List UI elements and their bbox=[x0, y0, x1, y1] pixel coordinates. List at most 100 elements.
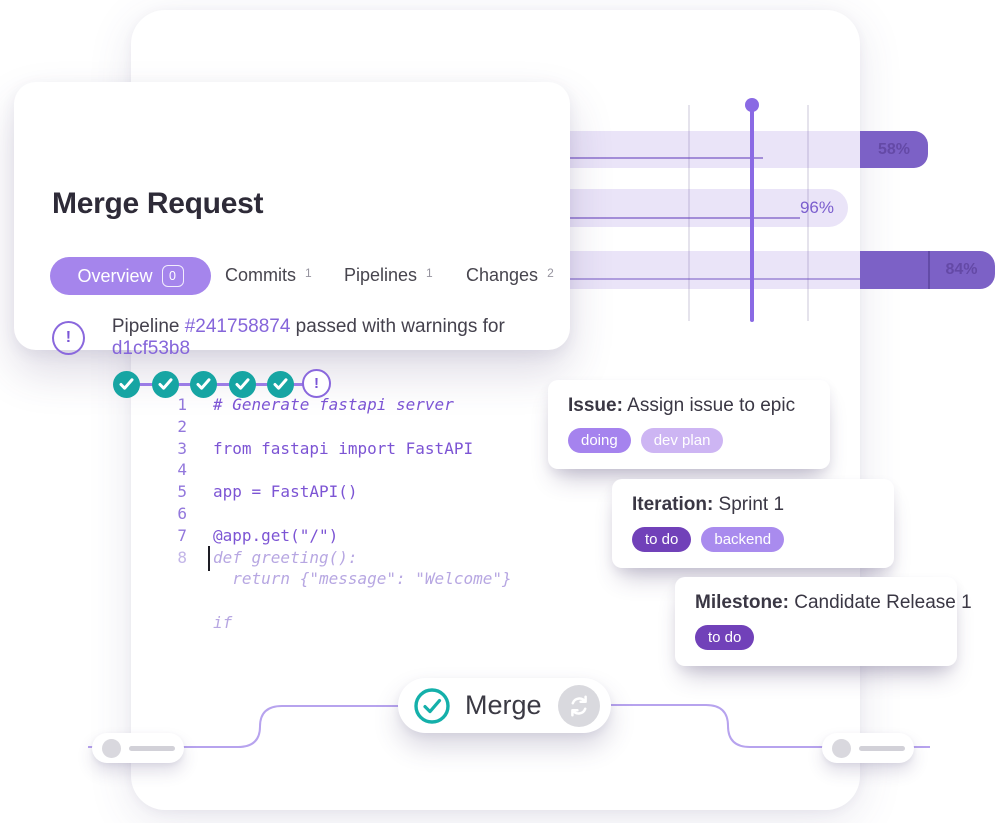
epic-1-overflow-cap: 58% bbox=[860, 131, 928, 168]
tag-to-do[interactable]: to do bbox=[695, 625, 755, 650]
tag-dev-plan[interactable]: dev plan bbox=[640, 428, 724, 453]
epic-2-percent: 96% bbox=[799, 198, 834, 217]
branch-node-left bbox=[92, 733, 184, 763]
pipeline-status-text: Pipeline #241758874 passed with warnings… bbox=[112, 316, 570, 360]
issue-tags: doing dev plan bbox=[568, 428, 810, 453]
iteration-card-title: Iteration: Sprint 1 bbox=[632, 494, 874, 516]
code-editor[interactable]: 1 # Generate fastapi server 2 3 from fasta… bbox=[167, 394, 512, 634]
stage-passed-icon[interactable] bbox=[190, 371, 217, 398]
ghost-text: if bbox=[213, 612, 233, 632]
code-text: @app.get("/") bbox=[213, 525, 339, 545]
tag-to-do[interactable]: to do bbox=[632, 527, 692, 552]
line-number: 8 bbox=[177, 547, 187, 567]
tab-pipelines[interactable]: Pipelines 1 bbox=[344, 265, 433, 286]
cap-divider bbox=[928, 251, 930, 289]
epic-1-percent: 58% bbox=[877, 140, 911, 158]
epic-3-percent: 84% bbox=[945, 261, 978, 278]
line-number: 5 bbox=[177, 482, 187, 502]
stage-connector-line bbox=[125, 383, 319, 386]
tab-overview-count-badge: 0 bbox=[161, 265, 184, 287]
line-number bbox=[167, 612, 187, 634]
milestone-title: Candidate Release 1 bbox=[788, 592, 972, 613]
iteration-card: Iteration: Sprint 1 to do backend bbox=[612, 479, 894, 568]
tab-overview[interactable]: Overview 0 bbox=[50, 257, 211, 295]
tab-commits[interactable]: Commits 1 bbox=[225, 265, 312, 286]
pipeline-text-prefix: Pipeline bbox=[111, 316, 185, 337]
merge-request-card: Merge Request Overview 0 Commits 1 Pipeli… bbox=[14, 82, 570, 398]
code-line: 6 bbox=[167, 503, 512, 525]
code-text: def greeting(): bbox=[208, 545, 358, 571]
today-marker-line bbox=[750, 104, 754, 322]
tab-pipelines-count: 1 bbox=[426, 266, 433, 280]
ghost-text: def greeting(): bbox=[213, 547, 358, 567]
refresh-icon[interactable] bbox=[557, 684, 600, 727]
milestone-label: Milestone: bbox=[695, 592, 789, 613]
code-text: from fastapi import FastAPI bbox=[213, 438, 474, 458]
epic-1-progress-line bbox=[560, 157, 763, 159]
page-title: Merge Request bbox=[52, 187, 264, 220]
issue-title: Assign issue to epic bbox=[622, 395, 796, 416]
line-number: 2 bbox=[177, 416, 187, 436]
milestone-card: Milestone: Candidate Release 1 to do bbox=[675, 577, 972, 666]
gridline bbox=[807, 105, 809, 321]
iteration-label: Iteration: bbox=[632, 494, 714, 515]
branch-node-bar bbox=[129, 745, 175, 751]
warning-glyph: ! bbox=[65, 329, 72, 346]
milestone-card-title: Milestone: Candidate Release 1 bbox=[695, 592, 972, 614]
tab-pipelines-label: Pipelines bbox=[344, 265, 418, 285]
line-number: 6 bbox=[177, 503, 187, 523]
iteration-title: Sprint 1 bbox=[713, 494, 785, 515]
code-line: 4 bbox=[167, 459, 512, 481]
tag-doing[interactable]: doing bbox=[568, 428, 631, 453]
check-circle-icon bbox=[413, 687, 451, 725]
milestone-tags: to do bbox=[695, 625, 937, 650]
tab-commits-label: Commits bbox=[225, 265, 296, 285]
code-text: # Generate fastapi server bbox=[213, 395, 454, 414]
stage-passed-icon[interactable] bbox=[267, 371, 294, 398]
line-number bbox=[167, 568, 187, 590]
tab-changes-label: Changes bbox=[466, 265, 539, 285]
pipeline-text-middle: passed with warnings for bbox=[290, 316, 505, 337]
epic-2-progress-line bbox=[560, 217, 800, 219]
ghost-text: return {"message": "Welcome"} bbox=[213, 569, 512, 589]
line-number: 1 bbox=[177, 395, 187, 414]
epic-3-progress-line bbox=[560, 278, 990, 280]
line-number bbox=[167, 590, 187, 612]
stage-warning-icon[interactable]: ! bbox=[302, 369, 331, 398]
epic-3-overflow-cap: 84% bbox=[860, 251, 995, 289]
tag-backend[interactable]: backend bbox=[701, 527, 785, 552]
tab-changes[interactable]: Changes 2 bbox=[466, 265, 554, 286]
warning-icon: ! bbox=[52, 321, 85, 355]
code-line: 7 @app.get("/") bbox=[167, 525, 512, 547]
commit-sha-link[interactable]: d1cf53b8 bbox=[111, 338, 191, 359]
code-line-ghost-suggestion: 8 def greeting(): bbox=[167, 545, 512, 571]
branch-node-bar bbox=[859, 745, 905, 751]
line-number: 4 bbox=[177, 460, 187, 480]
branch-node-dot bbox=[102, 738, 121, 758]
code-line-ghost-suggestion: if bbox=[167, 612, 512, 634]
iteration-tags: to do backend bbox=[632, 527, 874, 552]
epic-bar-3 bbox=[560, 251, 860, 289]
issue-card: Issue: Assign issue to epic doing dev pl… bbox=[548, 380, 830, 469]
line-number: 7 bbox=[177, 525, 187, 545]
issue-card-title: Issue: Assign issue to epic bbox=[568, 395, 810, 417]
stage-passed-icon[interactable] bbox=[151, 371, 179, 398]
tab-commits-count: 1 bbox=[305, 266, 312, 280]
pipeline-id-link[interactable]: #241758874 bbox=[184, 316, 291, 337]
warning-glyph: ! bbox=[314, 375, 319, 392]
gridline bbox=[688, 105, 690, 321]
branch-node-dot bbox=[832, 738, 851, 758]
merge-button[interactable]: Merge bbox=[398, 678, 611, 733]
text-cursor bbox=[208, 545, 210, 571]
tab-changes-count: 2 bbox=[547, 266, 554, 280]
pipeline-status-row: ! Pipeline #241758874 passed with warnin… bbox=[52, 316, 570, 360]
tab-overview-label: Overview bbox=[77, 265, 153, 286]
code-line: 1 # Generate fastapi server bbox=[167, 394, 512, 416]
stage-passed-icon[interactable] bbox=[113, 371, 140, 398]
code-text: app = FastAPI() bbox=[213, 482, 358, 502]
line-number: 3 bbox=[177, 438, 187, 458]
stage-passed-icon[interactable] bbox=[228, 371, 256, 398]
epic-bar-2: 96% bbox=[560, 189, 848, 227]
epic-bar-1 bbox=[560, 131, 860, 168]
code-line: 2 bbox=[167, 416, 512, 438]
